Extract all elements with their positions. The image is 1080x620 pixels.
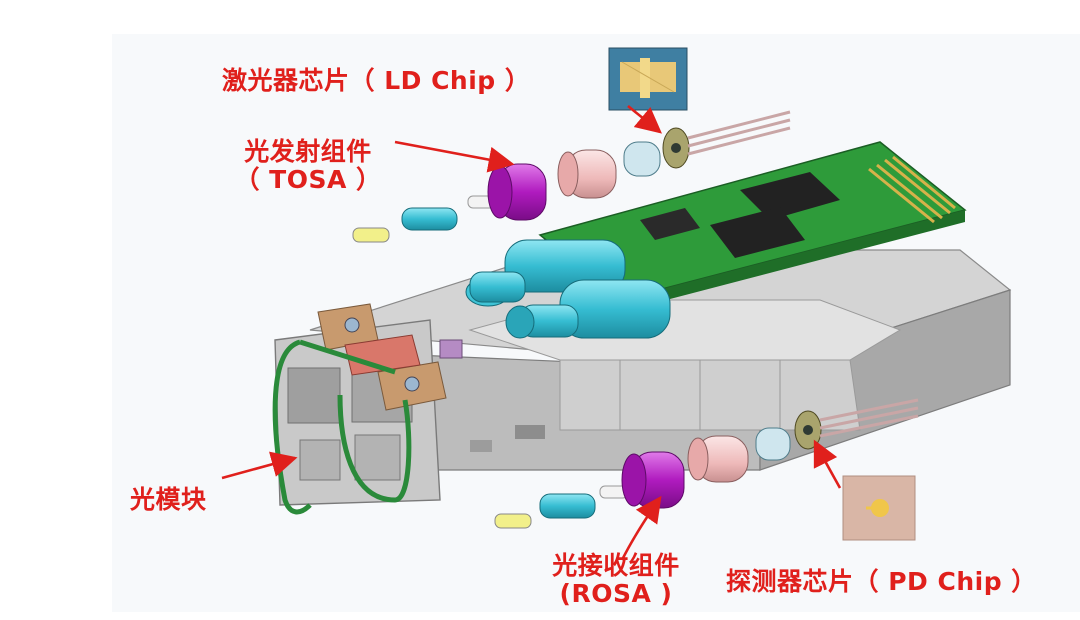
ld-chip-label: 激光器芯片（ LD Chip ） <box>222 66 531 95</box>
callout-arrows <box>221 105 842 561</box>
rosa-label-line2: (ROSA ) <box>559 579 673 608</box>
pcb-board <box>538 141 967 312</box>
rosa-label-line1: 光接收组件 <box>552 551 680 580</box>
module-label: 光模块 <box>130 485 207 514</box>
ld-chip-photo <box>608 47 688 111</box>
pd-chip-photo <box>842 475 916 541</box>
mounted-optics <box>465 239 671 339</box>
rosa-label: 光接收组件 (ROSA ) <box>536 552 696 608</box>
tosa-parts <box>352 110 791 243</box>
pd-chip-label: 探测器芯片（ PD Chip ） <box>726 567 1037 596</box>
tosa-label: 光发射组件 （ TOSA ） <box>228 138 388 194</box>
rosa-parts <box>494 398 919 529</box>
tosa-label-line2: （ TOSA ） <box>234 165 382 194</box>
tosa-label-line1: 光发射组件 <box>244 137 372 166</box>
pcb-chip <box>740 172 840 220</box>
